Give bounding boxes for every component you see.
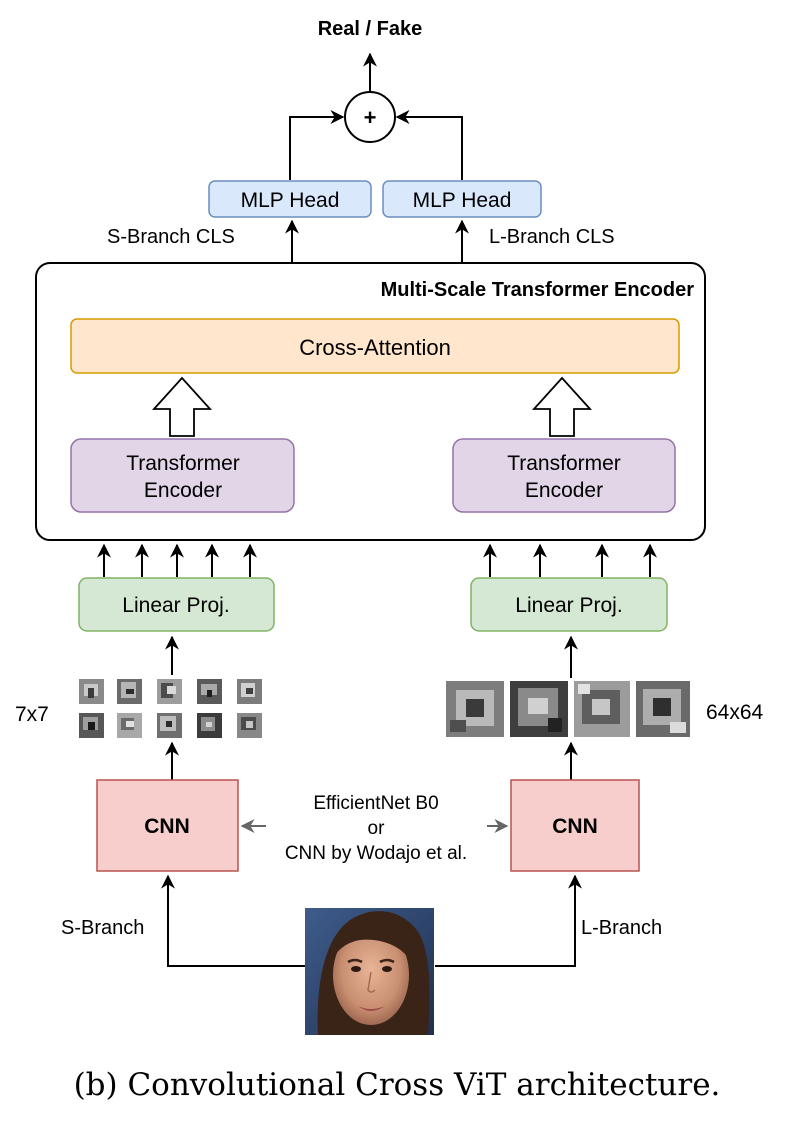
- cnn-right-box: CNN: [510, 779, 640, 872]
- linear-proj-left-label: Linear Proj.: [122, 594, 229, 617]
- large-patch-row: [446, 681, 690, 737]
- mlp-left-to-sum-arrow: [289, 110, 345, 180]
- transformer-encoder-right: Transformer Encoder: [452, 438, 676, 513]
- transformer-right-line1: Transformer: [507, 452, 621, 475]
- mlp-right-to-sum-arrow: [395, 110, 463, 180]
- linear-proj-right: Linear Proj.: [470, 577, 668, 632]
- transformer-right-line2: Encoder: [525, 479, 603, 502]
- transformer-left-line1: Transformer: [126, 452, 240, 475]
- linear-proj-right-label: Linear Proj.: [515, 594, 622, 617]
- figure-caption: (b) Convolutional Cross ViT architecture…: [74, 1067, 721, 1103]
- s-branch-label: S-Branch: [61, 917, 144, 939]
- sum-node: [344, 91, 396, 143]
- input-face-image: [305, 908, 434, 1035]
- token-arrows-left: [97, 543, 257, 577]
- patch-size-left-label: 7x7: [15, 703, 49, 726]
- small-patch-grid: [79, 679, 262, 738]
- cnn-note-line3: CNN by Wodajo et al.: [285, 843, 467, 864]
- linear-proj-left: Linear Proj.: [78, 577, 275, 632]
- s-branch-arrow: [161, 874, 305, 967]
- block-arrow-up-left: [151, 376, 213, 437]
- l-branch-label: L-Branch: [581, 917, 662, 939]
- cls-right-label: L-Branch CLS: [489, 226, 615, 248]
- cross-attention-label: Cross-Attention: [299, 335, 451, 360]
- block-arrow-up-right: [531, 376, 593, 437]
- mlp-head-left-label: MLP Head: [241, 189, 340, 212]
- cls-left-label: S-Branch CLS: [107, 226, 235, 248]
- transformer-encoder-left: Transformer Encoder: [70, 438, 295, 513]
- cnn-note-line2: or: [368, 818, 386, 839]
- l-branch-arrow: [435, 874, 582, 967]
- cnn-left-box: CNN: [96, 779, 239, 872]
- cnn-right-label: CNN: [552, 815, 598, 838]
- token-arrows-right: [483, 543, 657, 577]
- encoder-title: Multi-Scale Transformer Encoder: [381, 279, 695, 301]
- transformer-left-line2: Encoder: [144, 479, 222, 502]
- sum-symbol: +: [364, 105, 377, 130]
- cross-attention-box: Cross-Attention: [70, 318, 680, 374]
- output-label: Real / Fake: [318, 18, 423, 40]
- cnn-note-line1: EfficientNet B0: [313, 793, 438, 814]
- cnn-left-label: CNN: [144, 815, 190, 838]
- mlp-head-right-label: MLP Head: [413, 189, 512, 212]
- mlp-head-left: MLP Head: [208, 180, 372, 218]
- mlp-head-right: MLP Head: [382, 180, 542, 218]
- patch-size-right-label: 64x64: [706, 701, 764, 724]
